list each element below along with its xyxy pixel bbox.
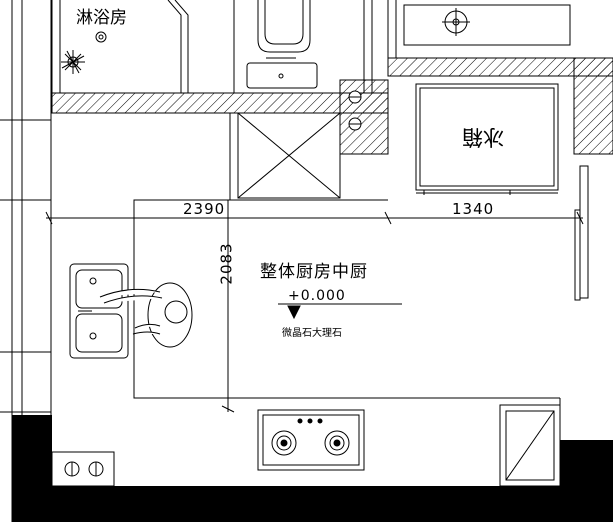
dimension-lines <box>45 200 584 413</box>
fridge-label: 冰箱 <box>462 125 504 149</box>
person-figure <box>99 282 193 348</box>
hatched-wall-top-right <box>387 57 613 77</box>
gas-stove <box>257 409 365 471</box>
dimension-height: 2083 <box>217 242 236 285</box>
hatched-wall-right <box>573 57 613 155</box>
floor-elevation: +0.000 <box>288 288 346 304</box>
pipe-symbols <box>348 90 362 131</box>
hatched-wall-horizontal <box>51 92 389 114</box>
floor-material-label: 微晶石大理石 <box>282 328 342 339</box>
shower-enclosure <box>51 0 189 93</box>
wash-basin <box>387 0 571 58</box>
outlets <box>51 451 115 487</box>
fridge <box>415 83 559 195</box>
kitchen-room-label: 整体厨房中厨 <box>260 262 368 282</box>
corner-cabinet <box>499 404 561 487</box>
dimension-width-left: 2390 <box>183 200 226 218</box>
shower-room-label: 淋浴房 <box>76 8 127 28</box>
bottom-wall <box>52 486 613 522</box>
shower-head-icon <box>61 50 85 74</box>
right-door-panels <box>574 165 589 301</box>
kitchen-sink <box>69 263 129 359</box>
level-symbol <box>278 303 402 320</box>
toilet <box>233 0 373 93</box>
bottom-left-wall-block <box>12 415 52 522</box>
kitchen-counter-outline <box>133 199 561 486</box>
dimension-width-right: 1340 <box>452 200 495 218</box>
shower-drain-icon <box>95 31 107 43</box>
bottom-right-wall-block <box>560 440 613 522</box>
shaft-box <box>229 112 341 200</box>
